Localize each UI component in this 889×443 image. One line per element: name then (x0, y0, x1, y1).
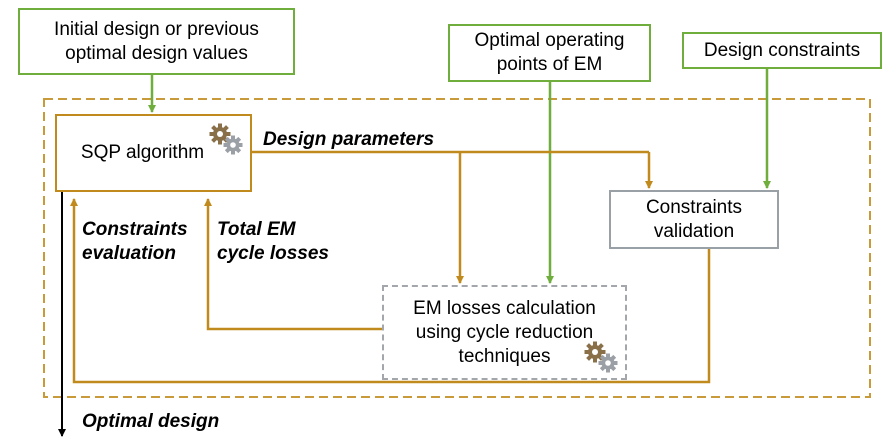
em-losses-line-2: using cycle reduction (415, 321, 594, 343)
sqp-algorithm-box: SQP algorithm (55, 114, 252, 192)
design-constraints-label: Design constraints (703, 39, 861, 61)
optimal-design-label: Optimal design (82, 411, 220, 432)
constraints-validation-line-2: validation (653, 220, 735, 242)
total-em-cycle-losses-line-2: cycle losses (217, 243, 329, 264)
constraints-validation-line-1: Constraints (645, 196, 743, 218)
constraints-validation-box: Constraints validation (609, 190, 779, 249)
system-boundary (43, 98, 871, 398)
constraints-evaluation-line-2: evaluation (82, 243, 176, 264)
em-losses-calculation-box: EM losses calculation using cycle reduct… (382, 285, 627, 380)
arrow-constraints-feedback (70, 198, 711, 384)
total-em-cycle-losses-line-1: Total EM (217, 219, 296, 240)
design-constraints-box: Design constraints (682, 32, 882, 69)
design-parameters-label: Design parameters (263, 129, 435, 150)
initial-design-line-2: optimal design values (65, 42, 248, 64)
constraints-evaluation-label: Constraints evaluation (82, 218, 188, 266)
total-em-cycle-losses-label: Total EM cycle losses (217, 218, 329, 266)
gear-icon (209, 123, 243, 155)
arrow-losses-feedback (204, 198, 382, 331)
optimal-operating-points-box: Optimal operating points of EM (448, 24, 651, 82)
initial-design-box: Initial design or previous optimal desig… (18, 8, 295, 75)
em-losses-line-3: techniques (458, 345, 551, 367)
constraints-evaluation-line-1: Constraints (82, 219, 188, 240)
operating-points-line-1: Optimal operating (474, 30, 625, 51)
initial-design-line-1: Initial design or previous (54, 18, 259, 40)
operating-points-line-2: points of EM (496, 54, 603, 75)
em-losses-line-1: EM losses calculation (413, 297, 596, 319)
sqp-algorithm-label: SQP algorithm (80, 142, 205, 163)
gear-icon (584, 341, 618, 373)
